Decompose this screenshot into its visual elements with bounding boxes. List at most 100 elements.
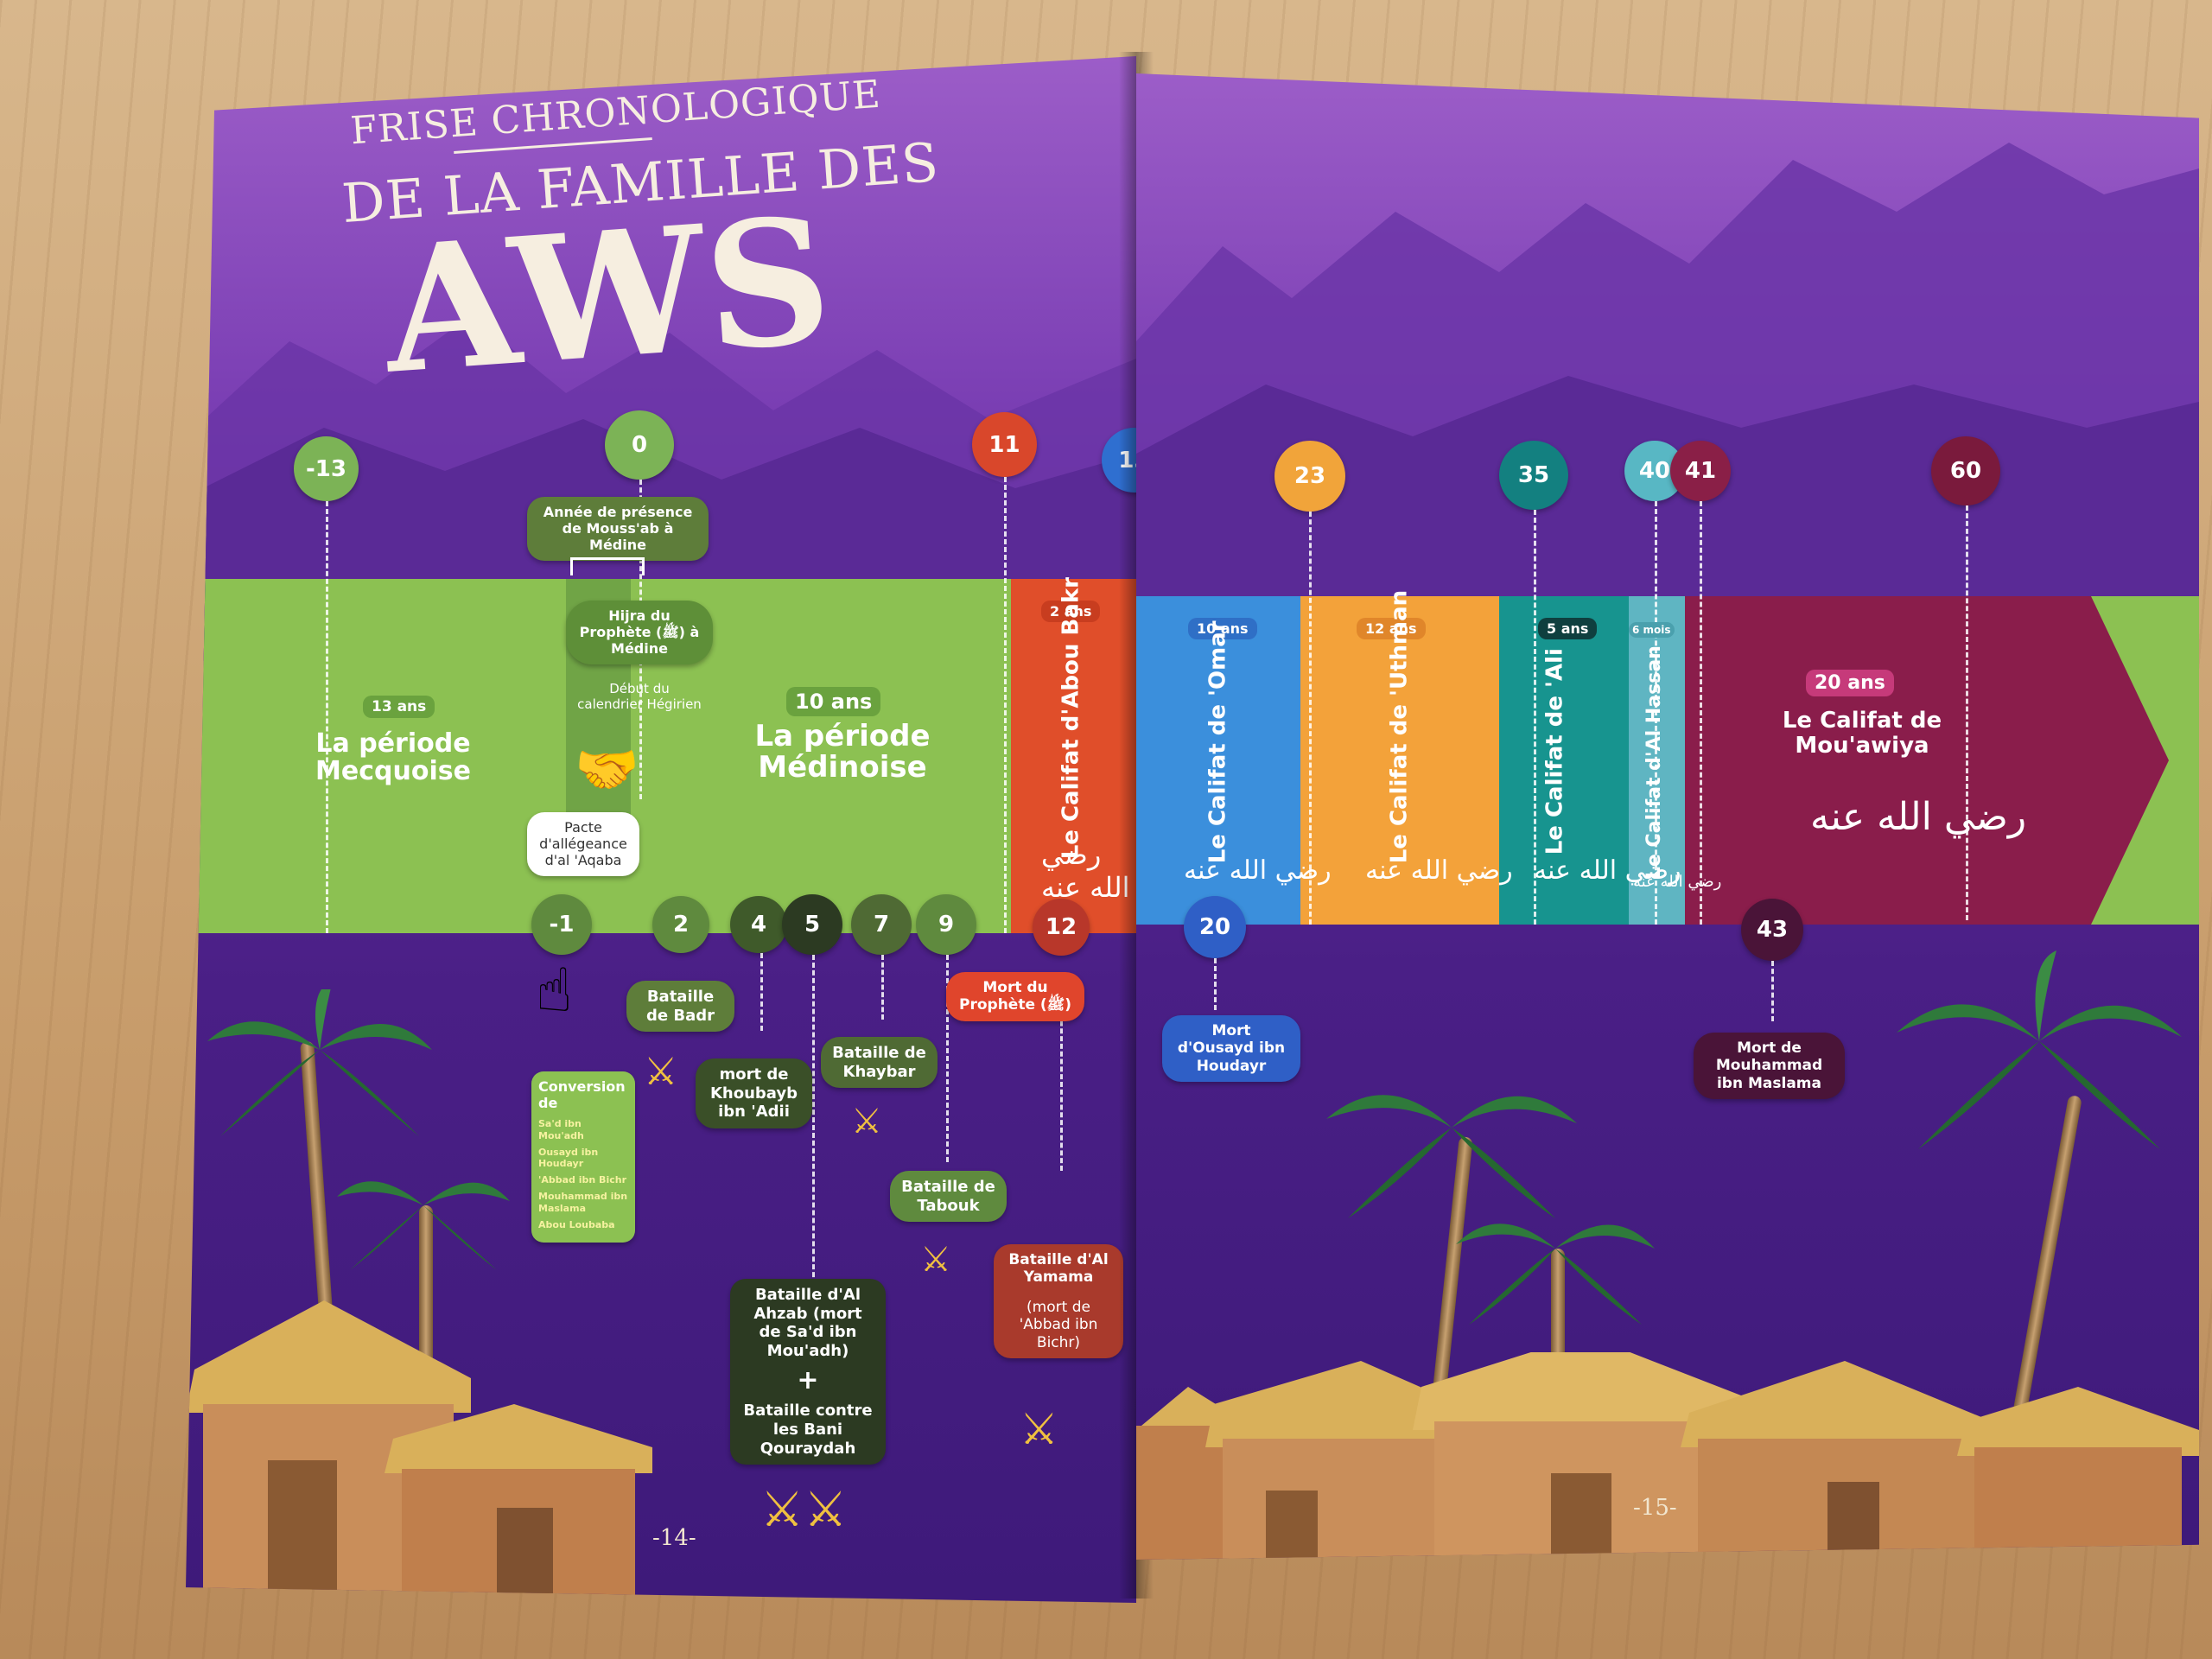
node-41: 41 bbox=[1670, 441, 1731, 501]
node-12: 12 bbox=[1033, 899, 1090, 956]
node-5: 5 bbox=[782, 894, 842, 955]
khoubayb-pill: mort de Khoubayb ibn 'Adii bbox=[696, 1058, 812, 1128]
conversion-name-4: Mouhammad ibn Maslama bbox=[538, 1191, 628, 1214]
node-11: 11 bbox=[972, 412, 1037, 477]
palm-leaves bbox=[1897, 950, 2182, 1149]
tabouk-pill: Bataille de Tabouk bbox=[890, 1171, 1007, 1223]
period-medinoise-duration: 10 ans bbox=[786, 687, 881, 716]
period-omar-duration: 10 ans bbox=[1188, 618, 1257, 639]
node-23: 23 bbox=[1274, 441, 1345, 512]
palm-trunk bbox=[419, 1205, 433, 1378]
period-uthman bbox=[1300, 596, 1499, 925]
hijra-pill: Hijra du Prophète (ﷺ) à Médine bbox=[566, 601, 713, 664]
title-aws: AWS bbox=[378, 179, 838, 413]
dash-minus-13 bbox=[326, 501, 328, 933]
khaybar-pill: Bataille de Khaybar bbox=[821, 1037, 938, 1089]
period-mecquoise-label: La période Mecquoise bbox=[315, 728, 471, 786]
dash-23 bbox=[1309, 512, 1312, 925]
mort-ousayd-pill: Mort d'Ousayd ibn Houdayr bbox=[1162, 1015, 1300, 1083]
period-mecquoise-duration: 13 ans bbox=[363, 696, 435, 718]
crossed-swords-icon: ⚔ bbox=[851, 1102, 882, 1141]
dash-60 bbox=[1966, 505, 1968, 920]
node-minus-1: -1 bbox=[531, 894, 592, 955]
dash-41 bbox=[1700, 501, 1702, 925]
ahzab-card: Bataille d'Al Ahzab (mort de Sa'd ibn Mo… bbox=[730, 1279, 886, 1465]
node-0: 0 bbox=[605, 410, 674, 480]
yamama-title: Bataille d'Al Yamama bbox=[1008, 1251, 1109, 1287]
period-uthman-duration: 12 ans bbox=[1357, 618, 1426, 639]
ahzab-text: Bataille d'Al Ahzab (mort de Sa'd ibn Mo… bbox=[753, 1286, 862, 1360]
node-7: 7 bbox=[851, 894, 912, 955]
conversion-name-2: Ousayd ibn Houdayr bbox=[538, 1146, 599, 1169]
conversion-name-3: 'Abbad ibn Bichr bbox=[538, 1174, 626, 1186]
calligraphy-omar: رضي الله عنه bbox=[1184, 855, 1332, 886]
yamama-card: Bataille d'Al Yamama (mort de 'Abbad ibn… bbox=[994, 1244, 1123, 1358]
period-ali bbox=[1499, 596, 1629, 925]
huts-left bbox=[186, 1300, 652, 1603]
period-mouawiya-label: Le Califat de Mou'awiya bbox=[1782, 708, 1942, 759]
period-ali-duration: 5 ans bbox=[1538, 618, 1598, 639]
dash-5 bbox=[812, 955, 815, 1300]
node-43: 43 bbox=[1741, 899, 1803, 961]
period-ali-label: Le Califat de 'Ali bbox=[1541, 648, 1568, 855]
handshake-icon: 🤝 bbox=[575, 740, 639, 800]
calligraphy-ali: رضي الله عنه bbox=[1534, 855, 1681, 886]
period-abou-bakr-label: Le Califat d'Abou Bakr bbox=[1058, 577, 1084, 860]
right-page: 23 35 40 41 60 10 ans Le Califat de 'Oma… bbox=[1136, 73, 2199, 1560]
yamama-sub: (mort de 'Abbad ibn Bichr) bbox=[1019, 1298, 1098, 1351]
node-35: 35 bbox=[1499, 441, 1568, 510]
period-abou-bakr-duration: 2 ans bbox=[1041, 601, 1101, 622]
crossed-swords-icon: ⚔ bbox=[920, 1240, 951, 1280]
dash-20 bbox=[1214, 958, 1217, 1010]
crossed-swords-icon: ⚔ bbox=[1020, 1404, 1058, 1454]
mountains-right bbox=[1136, 143, 2199, 661]
annee-mousab-pill: Année de présence de Mouss'ab à Médine bbox=[527, 497, 709, 561]
palm-leaves bbox=[1326, 1095, 1577, 1218]
pacte-pill: Pacte d'allégeance d'al 'Aqaba bbox=[527, 812, 639, 876]
crossed-swords-icon: ⚔ bbox=[644, 1050, 678, 1094]
calligraphy-hassan: رضي الله عنه bbox=[1633, 873, 1722, 891]
node-4: 4 bbox=[730, 896, 787, 953]
finger-icon: ☝ bbox=[536, 955, 573, 1026]
dash-4 bbox=[760, 953, 763, 1031]
dash-40 bbox=[1655, 501, 1657, 925]
dash-9 bbox=[946, 955, 949, 1162]
conversion-name-1: Sa'd ibn Mou'adh bbox=[538, 1118, 584, 1141]
period-mouawiya-duration: 20 ans bbox=[1806, 670, 1894, 696]
debut-calendrier: Début du calendrier Hégirien bbox=[577, 681, 702, 712]
period-omar bbox=[1136, 596, 1300, 925]
dash-11 bbox=[1004, 477, 1007, 933]
conversion-card: Conversion de Sa'd ibn Mou'adh Ousayd ib… bbox=[531, 1071, 635, 1243]
dash-35 bbox=[1534, 510, 1536, 925]
calligraphy-uthman: رضي الله عنه bbox=[1365, 855, 1513, 886]
page-number-right: -15- bbox=[1633, 1495, 1677, 1521]
calligraphy-mouawiya: رضي الله عنه bbox=[1810, 795, 2027, 839]
palm-leaves bbox=[1456, 1224, 1655, 1325]
dash-12 bbox=[1060, 998, 1063, 1171]
period-uthman-label: Le Califat de 'Uthman bbox=[1386, 589, 1413, 864]
period-hassan-duration: 6 mois bbox=[1629, 622, 1675, 638]
period-omar-label: Le Califat de 'Omar bbox=[1205, 620, 1231, 864]
left-page: FRISE CHRONOLOGIQUE DE LA FAMILLE DES AW… bbox=[186, 56, 1136, 1603]
node-60: 60 bbox=[1931, 436, 2000, 505]
mort-maslama-pill: Mort de Mouhammad ibn Maslama bbox=[1694, 1033, 1845, 1100]
period-abou-bakr bbox=[1011, 579, 1136, 933]
mort-prophete-pill: Mort du Prophète (ﷺ) bbox=[946, 972, 1084, 1021]
node-20: 20 bbox=[1184, 896, 1246, 958]
crossed-swords-icon: ⚔⚔ bbox=[760, 1482, 848, 1538]
dash-7 bbox=[881, 955, 884, 1020]
conversion-name-5: Abou Loubaba bbox=[538, 1218, 615, 1230]
period-hassan-label: Le Califat d'Al Hassan bbox=[1643, 645, 1665, 880]
palm-leaves bbox=[207, 989, 432, 1136]
period-mouawiya-arrow bbox=[1685, 596, 2169, 925]
plus-sign: + bbox=[797, 1365, 819, 1396]
conversion-title: Conversion de bbox=[538, 1078, 626, 1112]
palm-leaves bbox=[337, 1181, 510, 1270]
node-9: 9 bbox=[916, 894, 976, 955]
badr-pill: Bataille de Badr bbox=[626, 981, 734, 1033]
node-2: 2 bbox=[652, 896, 709, 953]
dash-43 bbox=[1771, 961, 1774, 1021]
period-medinoise-label: La période Médinoise bbox=[754, 719, 931, 785]
page-number-left: -14- bbox=[652, 1525, 696, 1551]
bracket bbox=[570, 557, 645, 575]
